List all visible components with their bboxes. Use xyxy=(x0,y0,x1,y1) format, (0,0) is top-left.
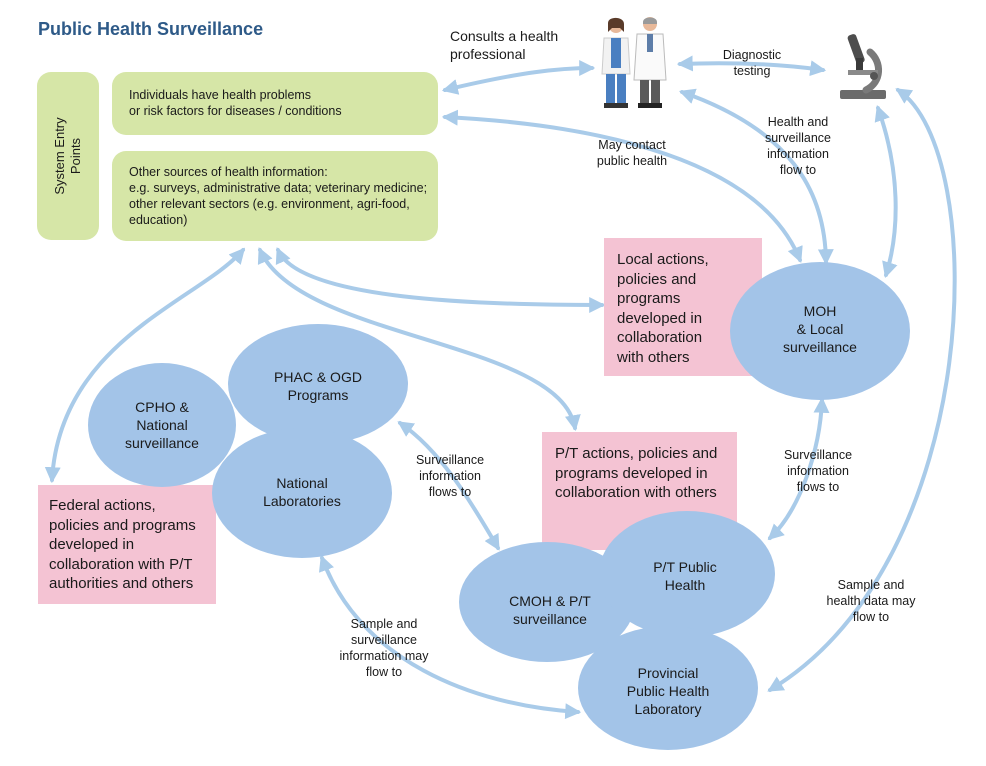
cmoh-label: CMOH & P/T surveillance xyxy=(509,593,591,627)
surv-info-left-label: Surveillance information flows to xyxy=(415,453,485,499)
federal-actions-box: Federal actions, policies and programs d… xyxy=(38,485,216,604)
pt-public-health-node xyxy=(599,511,775,637)
diagnostic-label: Diagnostic testing xyxy=(722,48,782,78)
moh-label: MOH & Local surveillance xyxy=(783,303,857,355)
health-surv-info-label: Health and surveillance information flow… xyxy=(764,115,831,177)
individuals-box: Individuals have health problems or risk… xyxy=(112,72,438,135)
entry-points-box: System Entry Points xyxy=(37,72,99,240)
other-sources-box: Other sources of health information: e.g… xyxy=(112,151,438,241)
may-contact-label: May contact public health xyxy=(596,138,668,168)
sample-health-data-label: Sample and health data may flow to xyxy=(826,578,916,624)
national-labs-node xyxy=(212,428,392,558)
cpho-node xyxy=(88,363,236,487)
local-actions-text: Local actions, policies and programs dev… xyxy=(617,251,709,366)
page-title: Public Health Surveillance xyxy=(38,19,264,39)
surv-info-right-label: Surveillance information flows to xyxy=(783,448,853,494)
sample-surv-info-label: Sample and surveillance information may … xyxy=(339,617,429,679)
arrow-surv-left xyxy=(397,421,500,551)
other-sources-heading: Other sources of health information: xyxy=(129,165,328,179)
pt-actions-text: P/T actions, policies and programs devel… xyxy=(555,445,718,501)
cpho-label: CPHO & National surveillance xyxy=(125,399,199,451)
microscope-icon xyxy=(840,34,886,99)
pt-public-health-label: P/T Public Health xyxy=(653,559,717,593)
arrow-lab-provincial xyxy=(767,88,957,692)
health-professionals-icon xyxy=(601,17,667,108)
provincial-lab-label: Provincial Public Health Laboratory xyxy=(626,665,710,717)
cmoh-node xyxy=(459,542,635,662)
national-labs-label: National Laboratories xyxy=(263,475,341,509)
arrow-labs-provincial xyxy=(318,555,582,720)
arrow-surv-right xyxy=(767,396,830,541)
phac-label: PHAC & OGD Programs xyxy=(274,369,362,403)
arrow-sources-federal xyxy=(44,247,246,484)
individuals-text: Individuals have health problems or risk… xyxy=(129,88,342,118)
arrow-sources-pt xyxy=(257,247,581,432)
arrow-consults xyxy=(441,60,596,95)
federal-actions-text: Federal actions, policies and programs d… xyxy=(49,497,196,592)
moh-node xyxy=(730,262,910,400)
other-sources-body: e.g. surveys, administrative data; veter… xyxy=(129,181,428,227)
arrow-diagnostic xyxy=(676,55,827,77)
provincial-lab-node xyxy=(578,626,758,750)
consults-label: Consults a health professional xyxy=(450,28,559,62)
phac-node xyxy=(228,324,408,444)
